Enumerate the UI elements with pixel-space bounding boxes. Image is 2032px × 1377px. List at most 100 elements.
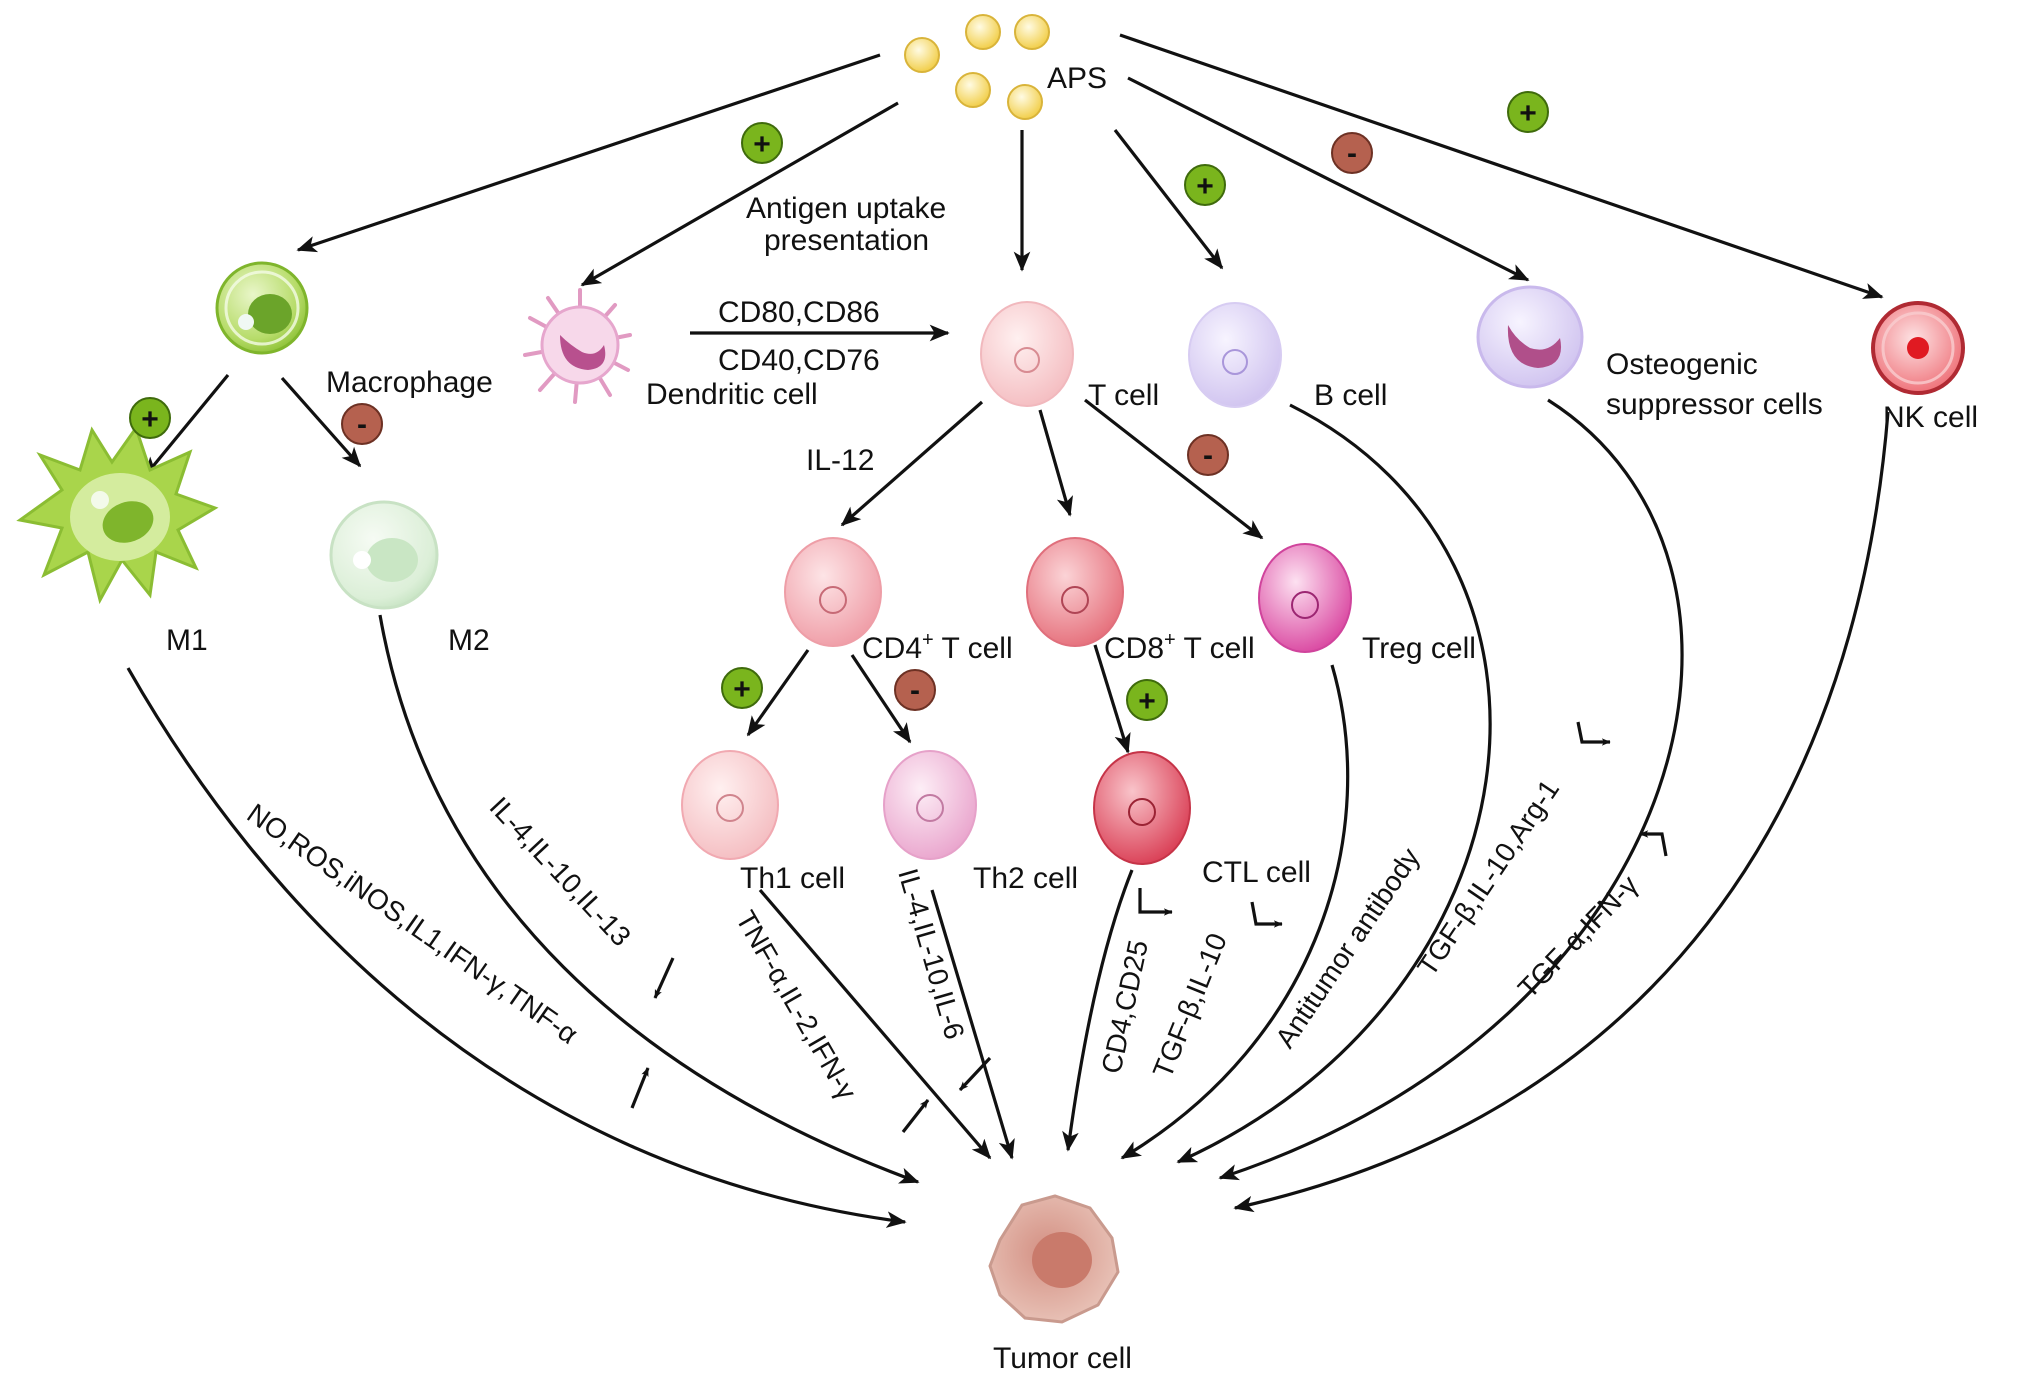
arrow-macrophage-m1 xyxy=(143,373,230,478)
treg-tumor-label: TGF-β,IL-10 xyxy=(1147,929,1233,1082)
tcell-label: T cell xyxy=(1088,379,1159,412)
treg-cell xyxy=(1258,543,1352,653)
arrow-osteogenic-tumor xyxy=(1218,398,1684,1181)
arrow-treg-tumor xyxy=(1120,664,1350,1160)
arrow-tcell-treg xyxy=(1084,398,1264,540)
plus-badge-ctl: + xyxy=(1126,679,1168,721)
arrow-nk-tumor xyxy=(1233,411,1890,1213)
bcell-label: B cell xyxy=(1314,379,1387,412)
arrow-aps-dendritic xyxy=(580,101,899,287)
m1-label: M1 xyxy=(166,624,208,657)
m2-tumor-label: IL-4,IL-10,IL-13 xyxy=(484,791,637,952)
m2-label: M2 xyxy=(448,624,490,657)
regulation-badges: + + - + + - - + xyxy=(129,91,1549,721)
arrow-aps-nk xyxy=(1119,33,1884,299)
arrow-aps-bcell xyxy=(1113,129,1224,270)
ctl-cell xyxy=(1093,751,1191,865)
treg-label: Treg cell xyxy=(1362,632,1476,665)
macrophage-cell xyxy=(215,261,309,355)
svg-text:-: - xyxy=(1203,439,1213,472)
arrow-tcell-cd8 xyxy=(1038,409,1073,517)
arrow-cd8-ctl xyxy=(1093,644,1131,754)
cd4-t-cell xyxy=(784,537,882,647)
b-cell xyxy=(1188,302,1282,408)
aps-particle xyxy=(1014,14,1050,50)
svg-text:+: + xyxy=(141,403,159,436)
dendritic-cell xyxy=(523,288,632,404)
arrow-tcell-cd4 xyxy=(840,400,984,527)
effector-arrows xyxy=(126,398,1890,1228)
th2-cell xyxy=(883,750,977,860)
macrophage-label: Macrophage xyxy=(326,366,493,399)
plus-badge-th1: + xyxy=(721,667,763,709)
minus-badge-osteogenic: - xyxy=(1331,132,1373,174)
plus-badge-dendritic: + xyxy=(741,122,783,164)
down-tick-treg xyxy=(1250,901,1283,928)
arrow-m2-tumor xyxy=(378,614,920,1184)
arrow-th1-tumor xyxy=(758,888,992,1160)
aps-particle xyxy=(955,72,991,108)
nk-label: NK cell xyxy=(1883,401,1978,434)
minus-badge-m2: - xyxy=(341,403,383,445)
osteogenic-label-line1: Osteogenic xyxy=(1606,348,1758,381)
regulation-ticks xyxy=(630,721,1668,1133)
up-tick-th1 xyxy=(901,1099,930,1133)
aps-particle xyxy=(904,37,940,73)
cd8-label: CD8+ T cell xyxy=(1104,629,1255,665)
down-tick-th2 xyxy=(958,1056,992,1092)
arrow-cd4-th1 xyxy=(746,649,810,737)
svg-text:-: - xyxy=(1347,137,1357,170)
arrow-cd4-th2 xyxy=(850,654,912,744)
arrow-bcell-tumor xyxy=(1176,403,1492,1164)
dc-tcell-label-top: CD80,CD86 xyxy=(718,296,880,329)
nk-cell xyxy=(1871,301,1965,395)
aps-particles xyxy=(904,14,1050,120)
plus-badge-bcell: + xyxy=(1184,164,1226,206)
up-tick-nk xyxy=(1639,830,1668,857)
aps-arrows xyxy=(296,33,1884,299)
arrow-ctl-tumor xyxy=(1062,869,1134,1152)
aps-label: APS xyxy=(1047,62,1107,95)
cd4-label: CD4+ T cell xyxy=(862,629,1013,665)
down-tick-ctl xyxy=(1138,888,1173,916)
svg-text:+: + xyxy=(1519,97,1537,130)
aps-particle xyxy=(1007,84,1043,120)
svg-text:+: + xyxy=(753,128,771,161)
tumor-cell xyxy=(988,1194,1120,1324)
arrow-aps-macrophage xyxy=(296,53,881,253)
aps-particle xyxy=(965,14,1001,50)
minus-badge-th2: - xyxy=(894,669,936,711)
svg-text:+: + xyxy=(733,673,751,706)
svg-text:-: - xyxy=(357,408,367,441)
svg-text:+: + xyxy=(1138,685,1156,718)
plus-badge-nk: + xyxy=(1507,91,1549,133)
dendritic-label: Dendritic cell xyxy=(646,378,818,411)
ctl-label: CTL cell xyxy=(1202,856,1311,889)
th1-cell xyxy=(681,750,779,860)
arrow-macrophage-m2 xyxy=(280,376,362,468)
dc-tcell-label-bottom: CD40,CD76 xyxy=(718,344,880,377)
m2-cell xyxy=(329,500,439,610)
t-cell xyxy=(980,301,1074,407)
down-tick-m2 xyxy=(653,957,675,999)
svg-text:+: + xyxy=(1196,170,1214,203)
m1-cell xyxy=(16,424,219,605)
osteogenic-suppressor-cell xyxy=(1476,285,1584,389)
tumor-label: Tumor cell xyxy=(993,1342,1132,1375)
antigen-label-line1: Antigen uptake xyxy=(746,192,946,225)
th1-label: Th1 cell xyxy=(740,862,845,895)
th2-label: Th2 cell xyxy=(973,862,1078,895)
arrow-m1-tumor xyxy=(126,667,907,1228)
up-tick-m1 xyxy=(630,1067,650,1109)
svg-text:-: - xyxy=(910,674,920,707)
osteogenic-label-line2: suppressor cells xyxy=(1606,388,1823,421)
il12-label: IL-12 xyxy=(806,444,874,477)
plus-badge-m1: + xyxy=(129,397,171,439)
cd8-t-cell xyxy=(1026,537,1124,647)
minus-badge-treg: - xyxy=(1187,434,1229,476)
antigen-label-line2: presentation xyxy=(764,224,929,257)
nk-tumor-label: TGF-α,IFN-γ xyxy=(1512,869,1644,1004)
down-tick-osteogenic xyxy=(1576,721,1611,746)
arrow-aps-osteogenic xyxy=(1127,76,1530,282)
